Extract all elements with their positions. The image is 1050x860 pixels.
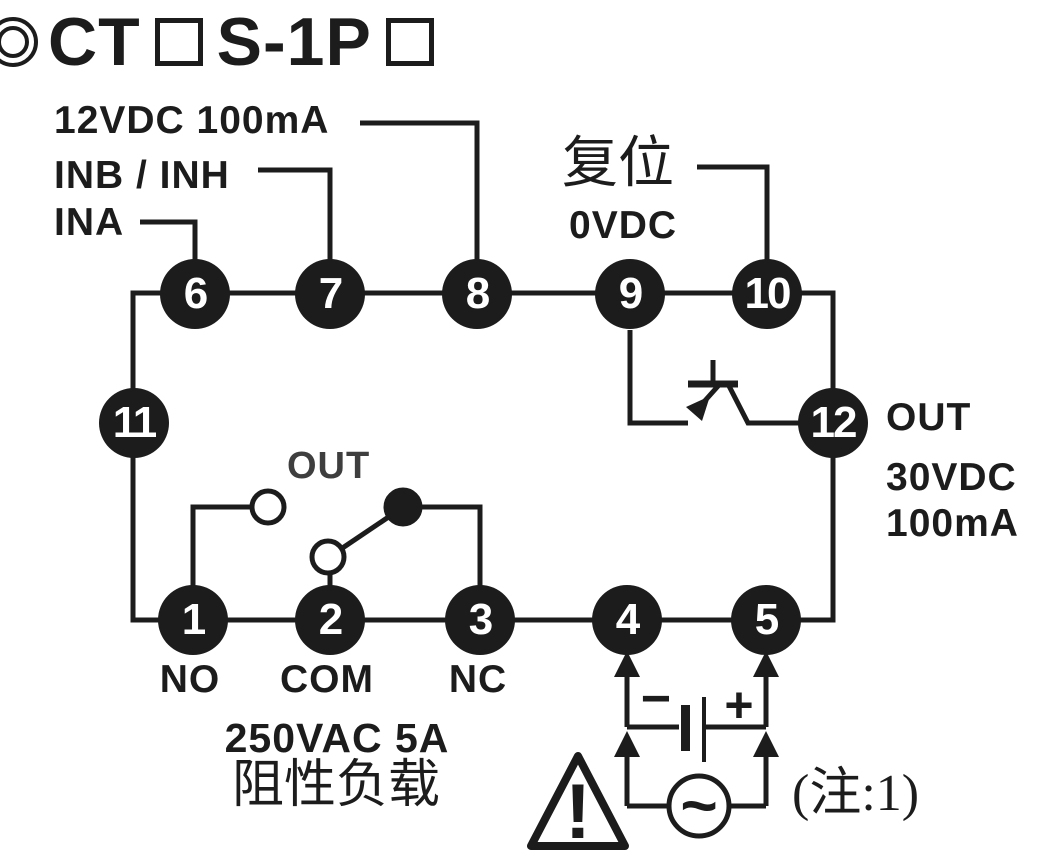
page-title: CT S-1P [0, 8, 438, 76]
arrow-up-t4-icon [614, 651, 640, 677]
terminal-6: 6 [160, 259, 230, 329]
input-a-label: INA [54, 201, 125, 244]
transistor-current-label: 100mA [886, 502, 1019, 545]
relay-armature [339, 513, 392, 552]
warning-exclamation: ! [565, 767, 591, 855]
transistor-voltage-label: 30VDC [886, 456, 1017, 499]
battery-minus-label: − [641, 670, 671, 728]
wire-collector [725, 382, 800, 426]
terminal-4: 4 [592, 585, 662, 655]
reset-level-label: 0VDC [569, 204, 678, 247]
terminal-10: 10 [732, 259, 802, 329]
nc-contact-icon [383, 487, 423, 527]
battery-short-plate-icon [681, 705, 690, 751]
wire-ina [140, 219, 198, 262]
warning-triangle-icon [527, 752, 629, 850]
model-name-part2: S-1P [216, 4, 372, 80]
terminal-5: 5 [731, 585, 801, 655]
wire-12vdc [360, 120, 480, 262]
terminal-12: 12 [798, 388, 868, 458]
model-name-part1: CT [48, 4, 141, 80]
model-blank-square-2-icon [385, 18, 434, 66]
nc-label: NC [448, 658, 508, 701]
wire-inb [258, 167, 333, 262]
double-circle-icon [0, 17, 38, 67]
ac-wave-glyph: ~ [680, 769, 717, 841]
load-type-label: 阻性负载 [231, 757, 441, 814]
terminal-3: 3 [445, 585, 515, 655]
com-pivot-icon [309, 538, 347, 576]
ac-source-icon [666, 773, 732, 839]
battery-plus-label: + [724, 677, 753, 733]
wire-no-contact [190, 504, 250, 592]
aux-supply-label: 12VDC 100mA [54, 99, 330, 142]
terminal-7: 7 [295, 259, 365, 329]
reset-label: 复位 [562, 133, 674, 195]
device-outline [130, 290, 836, 623]
no-contact-icon [249, 488, 287, 526]
wire-nc-contact [421, 504, 483, 592]
terminal-9: 9 [595, 259, 665, 329]
terminal-1: 1 [158, 585, 228, 655]
wire-emitter [627, 330, 688, 426]
arrow-up-ac-right-icon [753, 731, 779, 757]
transistor-out-label: OUT [886, 396, 972, 439]
relay-rating-label: 250VAC 5A [224, 715, 450, 761]
wire-reset [697, 164, 770, 262]
arrow-up-t5-icon [753, 651, 779, 677]
terminal-2: 2 [295, 585, 365, 655]
arrow-up-ac-left-icon [614, 731, 640, 757]
relay-out-label: OUT [287, 445, 371, 487]
terminal-8: 8 [442, 259, 512, 329]
no-label: NO [159, 658, 221, 701]
emitter-arrow-icon [686, 396, 710, 421]
terminal-11: 11 [99, 388, 169, 458]
com-label: COM [280, 658, 374, 701]
model-blank-square-1-icon [154, 18, 203, 66]
input-b-label: INB / INH [54, 154, 230, 197]
note-label: (注:1) [792, 765, 920, 822]
